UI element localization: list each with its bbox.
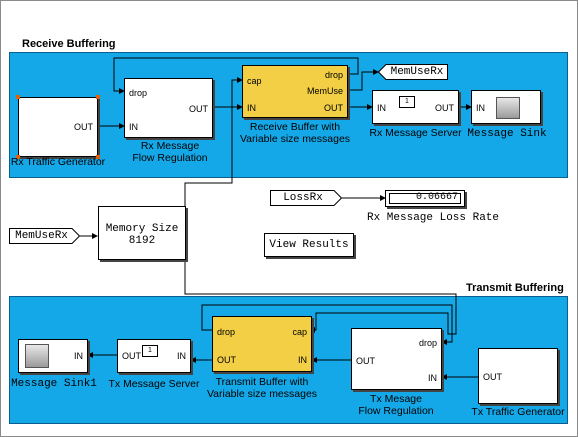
out-port-label: OUT xyxy=(189,104,208,114)
server-icon: 1 xyxy=(142,345,158,357)
selection-handle xyxy=(16,155,20,159)
lossrx-from-tag[interactable]: LossRx xyxy=(270,190,342,206)
label-line-1: Receive Buffer with xyxy=(249,121,341,133)
memory-size-line-2: 8192 xyxy=(128,235,156,247)
label-line-2: Flow Regulation xyxy=(132,152,208,164)
sink-icon xyxy=(496,97,520,119)
selection-handle xyxy=(16,95,20,99)
wire-memsize-to-txcap xyxy=(184,260,457,335)
message-sink1-label: Message Sink1 xyxy=(11,378,97,390)
goto-tag-text: MemUseRx xyxy=(390,66,444,78)
label-line-1: Rx Message xyxy=(140,140,200,152)
out-port-label: OUT xyxy=(122,351,141,361)
transmit-buffering-title: Transmit Buffering xyxy=(466,282,564,294)
from-tag-shape xyxy=(9,228,80,244)
tx-traffic-generator-label: Tx Traffic Generator xyxy=(471,406,565,418)
drop-port-label: drop xyxy=(129,88,148,98)
in-port-label: IN xyxy=(428,373,437,383)
message-sink-label: Message Sink xyxy=(467,128,547,140)
tx-flow-regulation-block[interactable]: OUT drop IN xyxy=(351,328,442,390)
memuse-goto-tag[interactable]: MemUseRx xyxy=(378,64,448,80)
memuse-port-label: MemUse xyxy=(306,86,343,96)
label-line-2: Variable size messages xyxy=(239,133,351,145)
from-tag-text: LossRx xyxy=(283,192,323,204)
out-port-label: OUT xyxy=(435,103,454,113)
label-line-1: Tx Mesage xyxy=(370,393,422,405)
tx-traffic-generator-block[interactable]: OUT xyxy=(478,348,558,404)
loss-rate-label: Rx Message Loss Rate xyxy=(366,212,500,224)
receive-buffer-block[interactable]: cap IN drop MemUse OUT xyxy=(242,65,348,118)
in-port-label: IN xyxy=(177,351,186,361)
receive-buffering-title: Receive Buffering xyxy=(22,38,116,50)
receive-buffer-label: Receive Buffer with Variable size messag… xyxy=(232,121,358,145)
label-line-2: Flow Regulation xyxy=(358,405,434,417)
in-port-label: IN xyxy=(247,103,256,113)
rx-message-server-label: Rx Message Server xyxy=(369,127,462,139)
memory-size-line-1: Memory Size xyxy=(105,223,179,235)
drop-port-label: drop xyxy=(217,327,236,337)
label-line-1: Transmit Buffer with xyxy=(215,376,309,388)
in-port-label: IN xyxy=(129,122,138,132)
view-results-button[interactable]: View Results xyxy=(264,233,354,257)
rx-flow-regulation-label: Rx Message Flow Regulation xyxy=(120,140,220,164)
sink-icon xyxy=(25,344,49,368)
tx-flow-regulation-label: Tx Mesage Flow Regulation xyxy=(346,393,446,417)
display-inner-border xyxy=(389,193,461,204)
wire-buffer-memuse-to-tag xyxy=(348,69,379,91)
transmit-buffer-block[interactable]: drop OUT cap IN xyxy=(212,316,312,372)
in-port-label: IN xyxy=(377,103,386,113)
tx-message-server-label: Tx Message Server xyxy=(108,378,200,390)
from-tag-shape xyxy=(270,190,342,206)
selection-handle xyxy=(96,155,100,159)
memory-size-text: Memory Size 8192 xyxy=(99,223,185,247)
memory-size-block[interactable]: Memory Size 8192 xyxy=(98,206,186,260)
tx-message-server-block[interactable]: OUT 1 IN xyxy=(117,339,191,373)
rx-message-server-block[interactable]: IN 1 OUT xyxy=(372,90,459,124)
memuse-from-tag[interactable]: MemUseRx xyxy=(9,228,80,244)
rx-flow-regulation-block[interactable]: drop IN OUT xyxy=(124,78,213,138)
server-icon: 1 xyxy=(399,96,415,108)
message-sink-block[interactable]: IN xyxy=(471,90,541,124)
wire-txbuffer-drop-to-flow-drop xyxy=(201,304,453,345)
out-port-label: OUT xyxy=(324,103,343,113)
message-sink1-block[interactable]: IN xyxy=(18,339,88,373)
wire-memsize-to-rxcap xyxy=(184,77,243,207)
cap-port-label: cap xyxy=(292,327,307,337)
wire-buffer-drop-to-flow-drop xyxy=(113,57,359,94)
loss-rate-value: 0.06667 xyxy=(415,192,458,203)
transmit-buffer-label: Transmit Buffer with Variable size messa… xyxy=(198,376,326,400)
goto-tag-shape xyxy=(378,64,448,80)
drop-port-label: drop xyxy=(324,70,343,80)
label-line-2: Variable size messages xyxy=(206,388,318,400)
drop-port-label: drop xyxy=(418,338,437,348)
out-port-label: OUT xyxy=(74,122,93,132)
in-port-label: IN xyxy=(476,103,485,113)
cap-port-label: cap xyxy=(247,76,262,86)
from-tag-text: MemUseRx xyxy=(15,230,68,242)
in-port-label: IN xyxy=(74,351,83,361)
rx-traffic-generator-label: Rx Traffic Generator xyxy=(10,156,106,168)
out-port-label: OUT xyxy=(217,355,236,365)
in-port-label: IN xyxy=(298,355,307,365)
out-port-label: OUT xyxy=(483,372,502,382)
loss-rate-display[interactable]: 0.06667 xyxy=(385,190,465,207)
selection-handle xyxy=(96,95,100,99)
out-port-label: OUT xyxy=(356,356,375,366)
rx-traffic-generator-block[interactable]: OUT xyxy=(16,95,100,159)
